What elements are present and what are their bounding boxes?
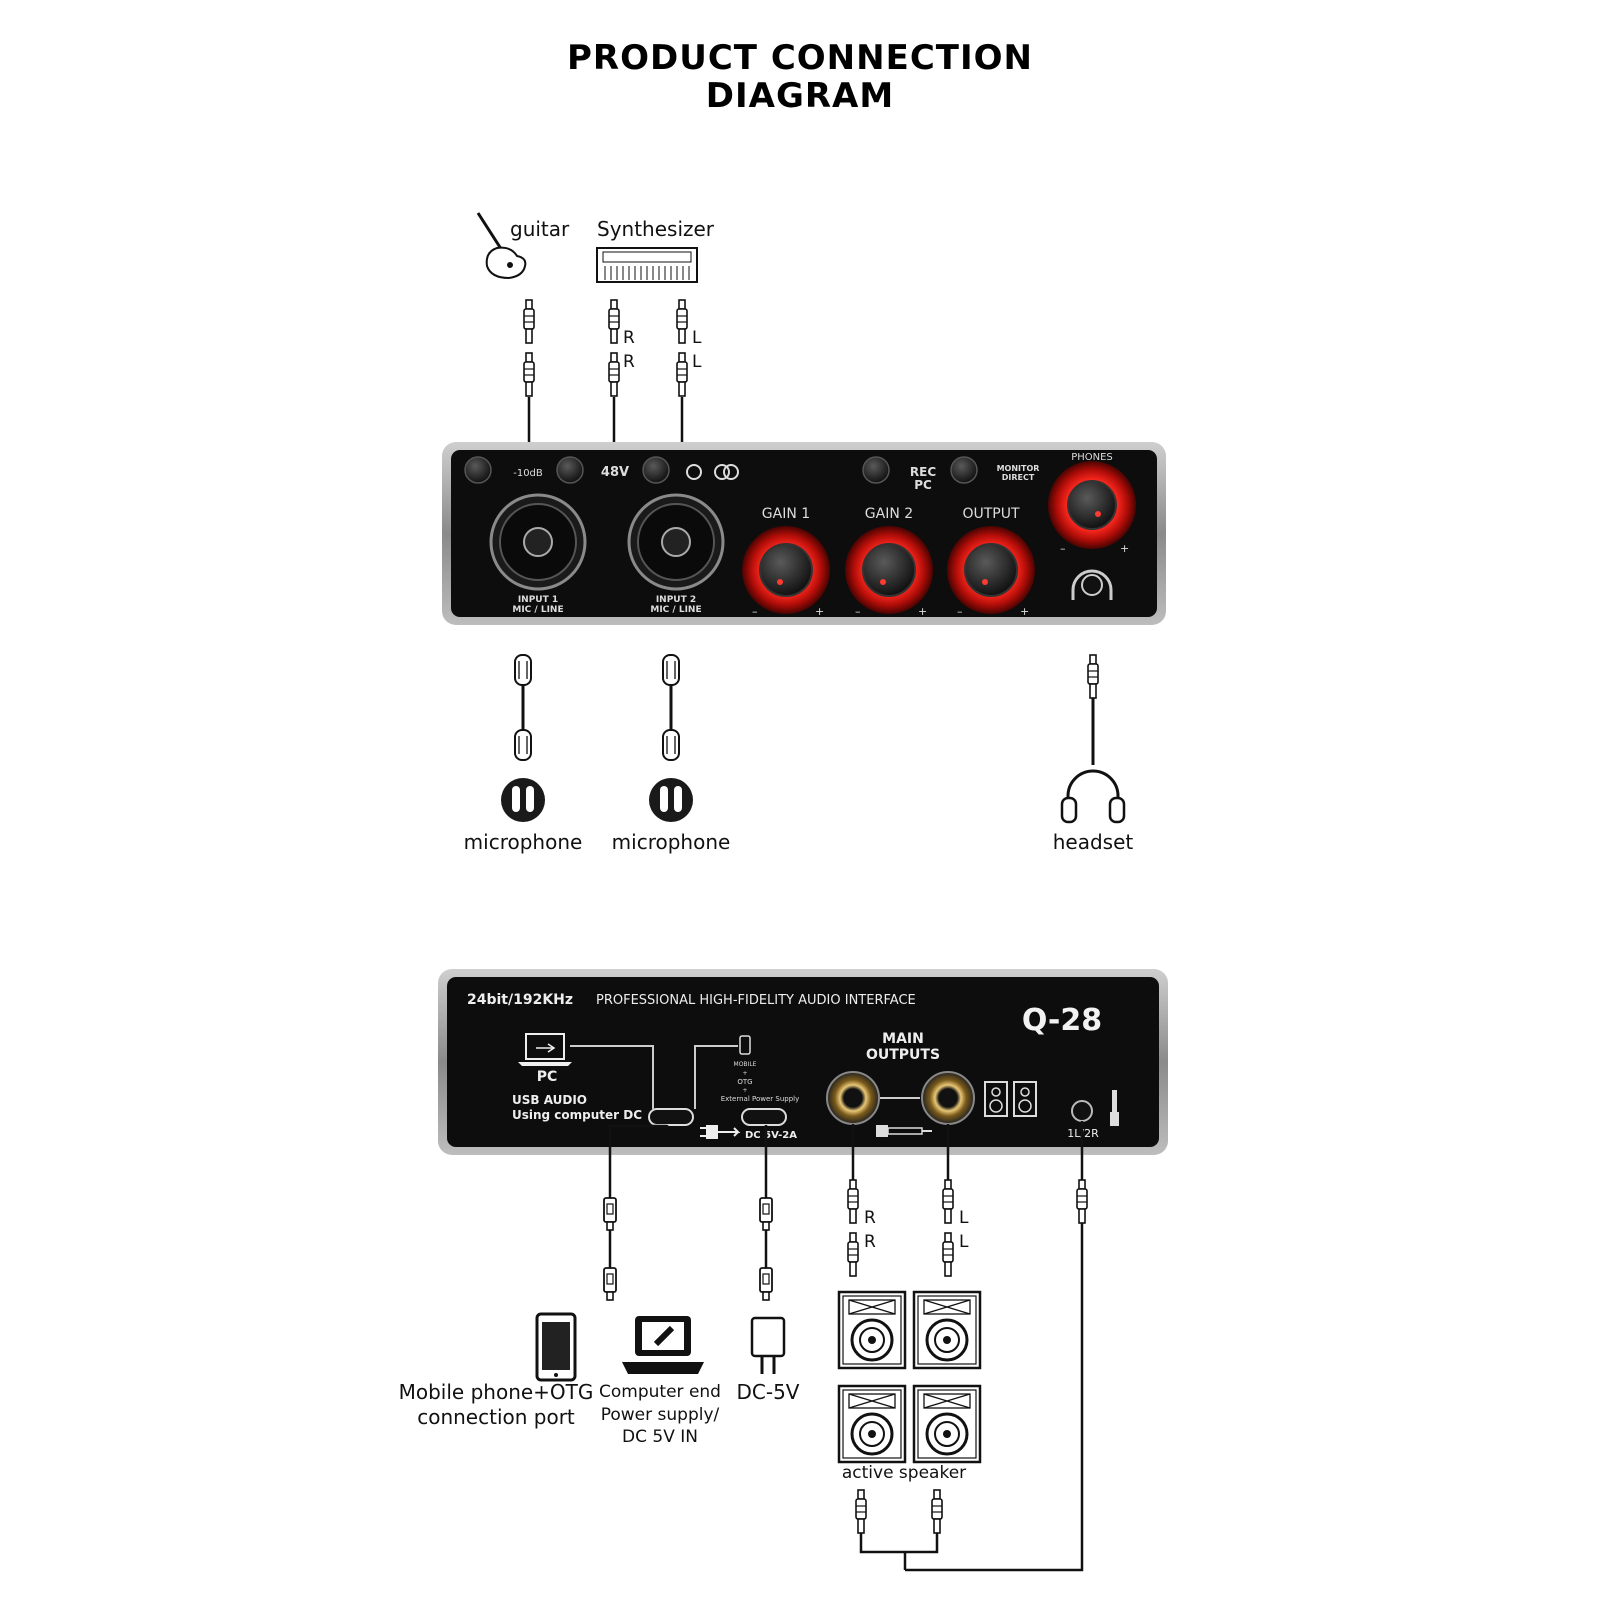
mic1-cable (514, 654, 532, 761)
headphone-jack-icon (1071, 569, 1113, 600)
otg-label-4: + (742, 1087, 747, 1094)
diagram-title-line2: DIAGRAM (705, 76, 895, 116)
headset-cable (1087, 654, 1099, 765)
phones-plus: + (1120, 542, 1129, 555)
power-adapter-icon (750, 1316, 786, 1374)
usb-audio-label: USB AUDIO (512, 1093, 587, 1107)
pad-label: -10dB (513, 468, 543, 479)
phones-knob[interactable] (1048, 461, 1136, 549)
main-output-l-cable (942, 1124, 954, 1277)
mobile-label-2: connection port (417, 1405, 575, 1429)
spec-label: 24bit/192KHz (467, 992, 573, 1008)
mobile-label-1: Mobile phone+OTG (398, 1380, 594, 1404)
otg-label-1: MOBILE (734, 1061, 757, 1068)
rear-l-label-2: L (959, 1232, 969, 1252)
computer-label-1: Computer end (599, 1382, 721, 1402)
synthesizer-label: Synthesizer (597, 217, 715, 241)
output-knob[interactable] (947, 526, 1035, 614)
gain1-label: GAIN 1 (762, 506, 810, 522)
main-output-r-jack (826, 1071, 880, 1125)
rear-r-label-2: R (864, 1232, 876, 1252)
active-speaker-icon (837, 1290, 982, 1464)
input2-label-2: MIC / LINE (650, 605, 701, 615)
usb-cable-mobile-computer (603, 1124, 669, 1301)
rec-label-1: REC (910, 465, 936, 479)
laptop-icon (518, 1033, 572, 1066)
rec-label-2: PC (914, 478, 932, 492)
pc-label: PC (537, 1069, 558, 1085)
power-plug-icon (700, 1125, 741, 1139)
phones-label: PHONES (1071, 452, 1113, 463)
microphone-icon (501, 778, 545, 822)
dc5v-label: DC-5V (736, 1380, 800, 1404)
main-output-r-cable (847, 1124, 859, 1277)
synth-l-label-1: L (692, 328, 702, 348)
headset-icon (1060, 769, 1126, 824)
main-outputs-label-1: MAIN (882, 1031, 924, 1047)
mic1-label: microphone (463, 830, 583, 854)
computer-label-2: Power supply/ (600, 1405, 720, 1425)
mic2-cable (662, 654, 680, 761)
synth-l-label-2: L (692, 352, 702, 372)
output-minus: – (957, 605, 963, 618)
active-speaker-label: active speaker (841, 1463, 967, 1483)
computer-icon (622, 1316, 704, 1374)
monitor-label-2: DIRECT (1002, 473, 1035, 482)
gain2-plus: + (918, 605, 927, 618)
dc-label: DC 5V-2A (745, 1130, 797, 1141)
monitor-label-1: MONITOR (997, 464, 1040, 473)
main-outputs-label-2: OUTPUTS (866, 1047, 940, 1063)
output-label: OUTPUT (962, 506, 1020, 522)
aux-plug-icon (1110, 1090, 1119, 1126)
input1-label-1: INPUT 1 (518, 595, 558, 605)
rear-l-label-1: L (959, 1208, 969, 1228)
speaker-pair-icon (984, 1081, 1037, 1117)
diagram-title-line1: PRODUCT CONNECTION (567, 38, 1033, 78)
gain1-plus: + (815, 605, 824, 618)
front-panel: -10dB 48V REC PC MONITOR DIRECT PHONES G… (442, 442, 1166, 625)
synthesizer-icon (596, 247, 698, 283)
gain2-knob[interactable] (845, 526, 933, 614)
rear-r-label-1: R (864, 1208, 876, 1228)
output-plus: + (1020, 605, 1029, 618)
otg-label-2: + (742, 1070, 747, 1077)
model-label: Q-28 (1022, 1003, 1102, 1038)
synth-r-label-2: R (623, 352, 635, 372)
headset-label: headset (1052, 830, 1134, 854)
aux-cable (905, 1121, 1088, 1572)
computer-label-3: DC 5V IN (622, 1427, 698, 1447)
input2-label-1: INPUT 2 (656, 595, 696, 605)
otg-label-5: External Power Supply (721, 1095, 800, 1103)
description-label: PROFESSIONAL HIGH-FIDELITY AUDIO INTERFA… (596, 993, 916, 1008)
gain1-knob[interactable] (742, 526, 830, 614)
gain2-label: GAIN 2 (865, 506, 913, 522)
guitar-icon (476, 212, 527, 280)
synth-r-label-1: R (623, 328, 635, 348)
main-output-l-jack (921, 1071, 975, 1125)
jack-plug-icon (876, 1125, 932, 1137)
rear-panel: 24bit/192KHz PROFESSIONAL HIGH-FIDELITY … (438, 969, 1168, 1155)
speaker-bridge-cable (855, 1489, 943, 1570)
guitar-label: guitar (510, 217, 570, 241)
input1-label-2: MIC / LINE (512, 605, 563, 615)
gain1-minus: – (752, 605, 758, 618)
gain2-minus: – (855, 605, 861, 618)
otg-label-3: OTG (737, 1078, 752, 1086)
phones-minus: – (1060, 542, 1066, 555)
usb-cable-dc (759, 1125, 773, 1301)
mic2-label: microphone (611, 830, 731, 854)
microphone-icon (649, 778, 693, 822)
mobile-phone-icon (535, 1312, 577, 1382)
phantom-label: 48V (601, 465, 629, 480)
usb-dc-label: Using computer DC (512, 1108, 642, 1122)
